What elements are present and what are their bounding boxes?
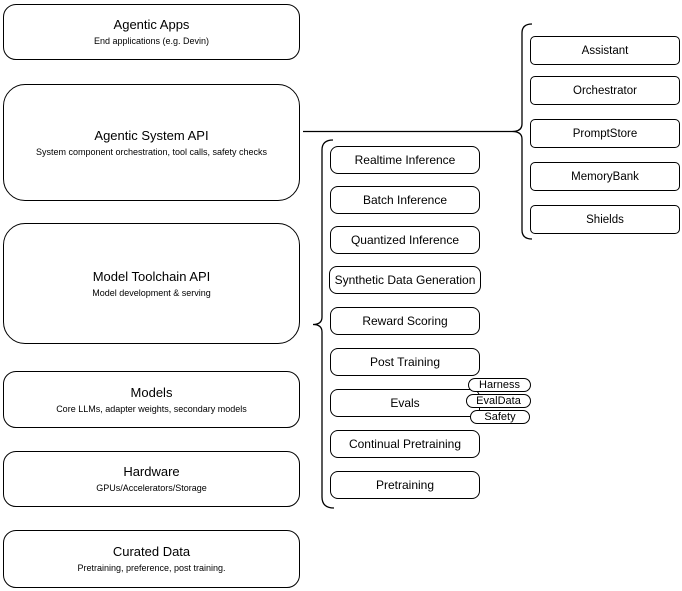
- node-hardware-subtitle: GPUs/Accelerators/Storage: [96, 483, 207, 493]
- node-curated-data-title: Curated Data: [112, 544, 191, 559]
- node-quantized-inference-label: Quantized Inference: [350, 233, 460, 247]
- brace-system-components: [511, 23, 533, 240]
- node-assistant-label: Assistant: [581, 44, 629, 57]
- node-synthetic-data-generation-label: Synthetic Data Generation: [334, 273, 476, 287]
- node-continual-pretraining: Continual Pretraining: [330, 430, 480, 458]
- node-models-subtitle: Core LLMs, adapter weights, secondary mo…: [56, 403, 247, 414]
- tag-safety: Safety: [470, 410, 530, 424]
- node-model-toolchain-api-subtitle: Model development & serving: [92, 287, 211, 298]
- node-pretraining-label: Pretraining: [375, 478, 435, 492]
- node-memorybank-label: MemoryBank: [571, 170, 639, 183]
- brace-toolchain: [312, 139, 335, 509]
- node-batch-inference-label: Batch Inference: [362, 193, 448, 207]
- node-agentic-apps: Agentic Apps End applications (e.g. Devi…: [3, 4, 300, 60]
- node-curated-data: Curated Data Pretraining, preference, po…: [3, 530, 300, 588]
- node-batch-inference: Batch Inference: [330, 186, 480, 214]
- node-curated-data-subtitle: Pretraining, preference, post training.: [77, 563, 226, 573]
- node-agentic-system-api-title: Agentic System API: [94, 127, 209, 143]
- node-hardware-title: Hardware: [123, 464, 180, 479]
- node-synthetic-data-generation: Synthetic Data Generation: [329, 266, 481, 294]
- node-assistant: Assistant: [530, 36, 680, 65]
- tag-harness-label: Harness: [479, 378, 520, 391]
- node-models-title: Models: [130, 384, 173, 400]
- node-realtime-inference: Realtime Inference: [330, 146, 480, 174]
- node-reward-scoring-label: Reward Scoring: [362, 314, 448, 328]
- node-pretraining: Pretraining: [330, 471, 480, 499]
- node-agentic-system-api: Agentic System API System component orch…: [3, 84, 300, 201]
- node-orchestrator: Orchestrator: [530, 76, 680, 105]
- node-evals-label: Evals: [390, 396, 420, 410]
- tag-evaldata-label: EvalData: [476, 394, 521, 407]
- node-reward-scoring: Reward Scoring: [330, 307, 480, 335]
- node-continual-pretraining-label: Continual Pretraining: [348, 437, 462, 451]
- node-models: Models Core LLMs, adapter weights, secon…: [3, 371, 300, 428]
- node-model-toolchain-api: Model Toolchain API Model development & …: [3, 223, 300, 344]
- node-model-toolchain-api-title: Model Toolchain API: [92, 268, 211, 284]
- tag-harness: Harness: [468, 378, 531, 392]
- node-shields: Shields: [530, 205, 680, 234]
- node-agentic-apps-title: Agentic Apps: [113, 17, 190, 32]
- node-orchestrator-label: Orchestrator: [573, 84, 637, 97]
- node-shields-label: Shields: [586, 213, 624, 226]
- node-promptstore: PromptStore: [530, 119, 680, 148]
- node-promptstore-label: PromptStore: [572, 127, 638, 140]
- node-agentic-apps-subtitle: End applications (e.g. Devin): [93, 36, 210, 46]
- node-memorybank: MemoryBank: [530, 162, 680, 191]
- node-evals: Evals: [330, 389, 480, 417]
- node-post-training-label: Post Training: [369, 355, 441, 369]
- node-quantized-inference: Quantized Inference: [330, 226, 480, 254]
- node-realtime-inference-label: Realtime Inference: [354, 153, 456, 167]
- node-post-training: Post Training: [330, 348, 480, 376]
- node-hardware: Hardware GPUs/Accelerators/Storage: [3, 451, 300, 507]
- node-agentic-system-api-subtitle: System component orchestration, tool cal…: [35, 146, 268, 157]
- tag-evaldata: EvalData: [466, 394, 531, 408]
- tag-safety-label: Safety: [484, 410, 516, 423]
